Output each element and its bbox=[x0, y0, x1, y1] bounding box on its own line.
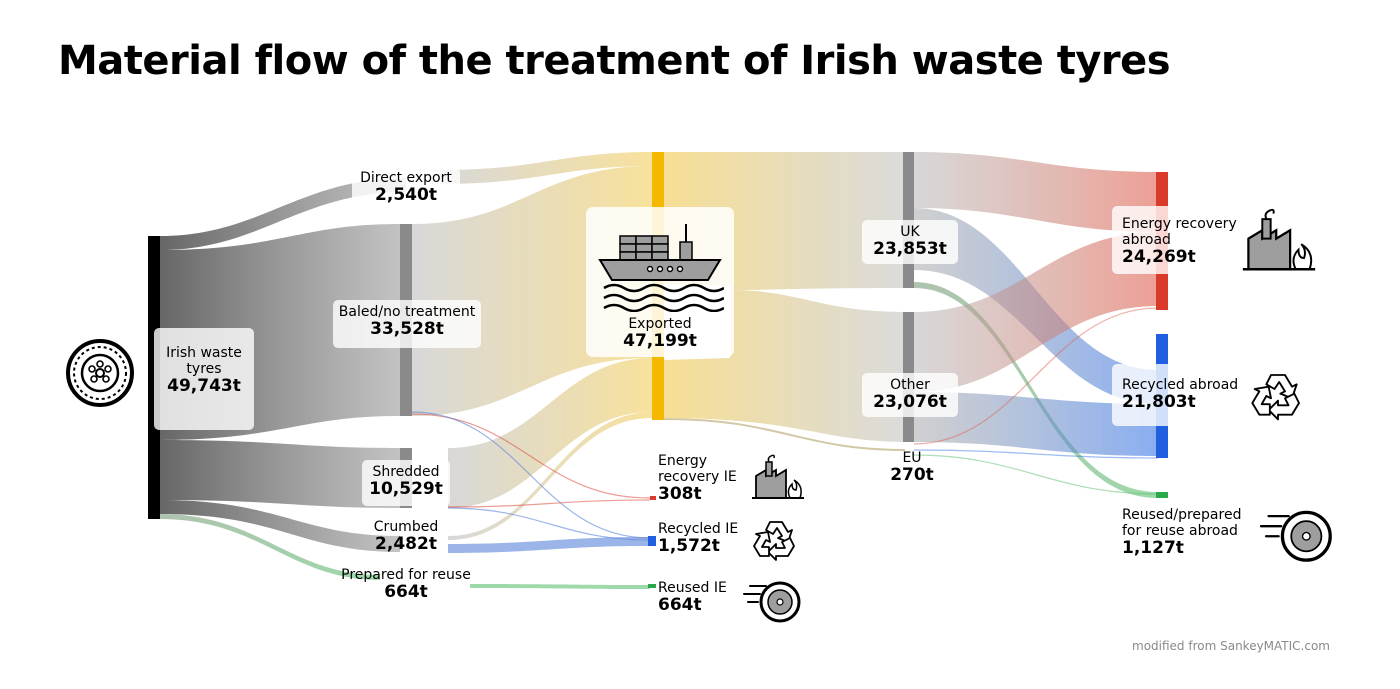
moving-tyre-icon bbox=[743, 581, 801, 623]
label-irish: Irish waste tyres 49,743t bbox=[154, 345, 254, 397]
label-direct-name: Direct export bbox=[360, 170, 452, 186]
label-box-baled bbox=[333, 300, 481, 348]
label-prep: Prepared for reuse 664t bbox=[330, 567, 482, 603]
label-uk: UK 23,853t bbox=[862, 224, 958, 260]
label-uk-name: UK bbox=[900, 224, 920, 240]
tyre-icon bbox=[66, 339, 134, 407]
moving-tyre-icon-abroad bbox=[1259, 510, 1332, 562]
label-exported-name: Exported bbox=[628, 316, 692, 332]
label-crumbed-value: 2,482t bbox=[375, 534, 437, 555]
label-reusedAbroad: Reused/prepared for reuse abroad 1,127t bbox=[1122, 507, 1252, 559]
label-reusedAbroad-name: Reused/prepared for reuse abroad bbox=[1122, 507, 1242, 540]
label-recycledIE-name: Recycled IE bbox=[658, 521, 739, 537]
label-exported: Exported 47,199t bbox=[586, 316, 734, 352]
label-recycledAbroad-name: Recycled abroad bbox=[1122, 377, 1239, 393]
label-baled-name: Baled/no treatment bbox=[338, 304, 476, 320]
flow-prep-reusedIE bbox=[470, 584, 650, 589]
label-eu: EU 270t bbox=[872, 450, 952, 486]
label-box-other bbox=[862, 373, 958, 417]
label-box-energyAbroad bbox=[1112, 206, 1248, 274]
flow-irish-crumbed bbox=[160, 500, 400, 552]
label-prep-value: 664t bbox=[384, 582, 428, 603]
label-eu-name: EU bbox=[902, 450, 922, 466]
page-title: Material flow of the treatment of Irish … bbox=[58, 38, 1171, 84]
label-other-value: 23,076t bbox=[873, 392, 947, 413]
label-box-uk bbox=[862, 220, 958, 264]
label-box-recycledAbroad bbox=[1112, 364, 1248, 426]
flow-shredded-exported bbox=[448, 358, 652, 508]
label-recycledIE-value: 1,572t bbox=[658, 536, 720, 557]
factory-icon-abroad bbox=[1242, 208, 1316, 271]
flow-irish-prep bbox=[160, 514, 380, 580]
label-recycledAbroad: Recycled abroad 21,803t bbox=[1122, 377, 1246, 413]
label-exported-value: 47,199t bbox=[623, 331, 697, 352]
flow-other-energy bbox=[914, 232, 1158, 392]
label-baled: Baled/no treatment 33,528t bbox=[333, 304, 481, 340]
flow-eu-reused bbox=[913, 454, 1159, 495]
label-reusedIE-name: Reused IE bbox=[658, 580, 727, 596]
flow-irish-shredded bbox=[160, 440, 400, 508]
label-uk-value: 23,853t bbox=[873, 239, 947, 260]
node-bar-reusedAbroad bbox=[1156, 492, 1168, 498]
flow-exported-eu bbox=[663, 418, 906, 451]
flow-shredded-recycledIE bbox=[447, 507, 651, 541]
flow-eu-recycled bbox=[913, 449, 1159, 459]
node-bar-recycledIE bbox=[648, 536, 656, 546]
label-shredded-value: 10,529t bbox=[369, 479, 443, 500]
flow-irish-direct bbox=[160, 178, 406, 250]
flow-crumbed-recycledIE bbox=[448, 537, 650, 553]
label-energyIE-name: Energy recovery IE bbox=[658, 453, 737, 486]
label-box-irish bbox=[154, 328, 254, 430]
label-energyAbroad: Energy recovery abroad 24,269t bbox=[1122, 216, 1246, 268]
credit-text: modified from SankeyMATIC.com bbox=[1132, 639, 1330, 653]
label-eu-value: 270t bbox=[890, 465, 934, 486]
recycle-icon bbox=[753, 521, 795, 561]
recycle-icon-abroad bbox=[1251, 374, 1300, 421]
label-prep-name: Prepared for reuse bbox=[341, 567, 471, 583]
flow-baled-recycledIE bbox=[411, 411, 651, 539]
flow-direct-exported bbox=[440, 152, 652, 184]
label-crumbed-name: Crumbed bbox=[373, 519, 439, 535]
label-other: Other 23,076t bbox=[862, 377, 958, 413]
label-baled-value: 33,528t bbox=[370, 319, 444, 340]
factory-icon bbox=[752, 454, 804, 499]
label-reusedIE: Reused IE 664t bbox=[658, 580, 748, 616]
node-bar-reusedIE bbox=[648, 584, 656, 588]
label-recycledIE: Recycled IE 1,572t bbox=[658, 521, 758, 557]
node-bar-energyIE bbox=[650, 496, 656, 500]
label-recycledAbroad-value: 21,803t bbox=[1122, 392, 1196, 413]
flow-exported-other bbox=[664, 290, 908, 442]
label-direct-value: 2,540t bbox=[375, 185, 437, 206]
flow-shredded-energyIE bbox=[447, 499, 651, 508]
label-energyAbroad-name: Energy recovery abroad bbox=[1122, 216, 1237, 249]
label-direct: Direct export 2,540t bbox=[352, 168, 460, 208]
label-energyIE: Energy recovery IE 308t bbox=[658, 453, 750, 505]
label-shredded-name: Shredded bbox=[372, 464, 440, 480]
label-energyAbroad-value: 24,269t bbox=[1122, 247, 1196, 268]
flow-other-recycled bbox=[914, 392, 1158, 456]
label-reusedIE-value: 664t bbox=[658, 595, 702, 616]
flow-eu-energy bbox=[913, 307, 1159, 445]
label-reusedAbroad-value: 1,127t bbox=[1122, 538, 1184, 559]
flow-crumbed-exported bbox=[448, 412, 652, 540]
label-energyIE-value: 308t bbox=[658, 484, 702, 505]
label-other-name: Other bbox=[890, 377, 930, 393]
label-crumbed: Crumbed 2,482t bbox=[362, 519, 450, 555]
label-irish-value: 49,743t bbox=[167, 376, 241, 397]
label-shredded: Shredded 10,529t bbox=[362, 464, 450, 500]
label-box-shredded bbox=[362, 460, 450, 506]
flow-uk-energy bbox=[914, 152, 1158, 232]
cargo-ship-icon bbox=[598, 224, 724, 312]
label-irish-name: Irish waste tyres bbox=[166, 345, 242, 378]
